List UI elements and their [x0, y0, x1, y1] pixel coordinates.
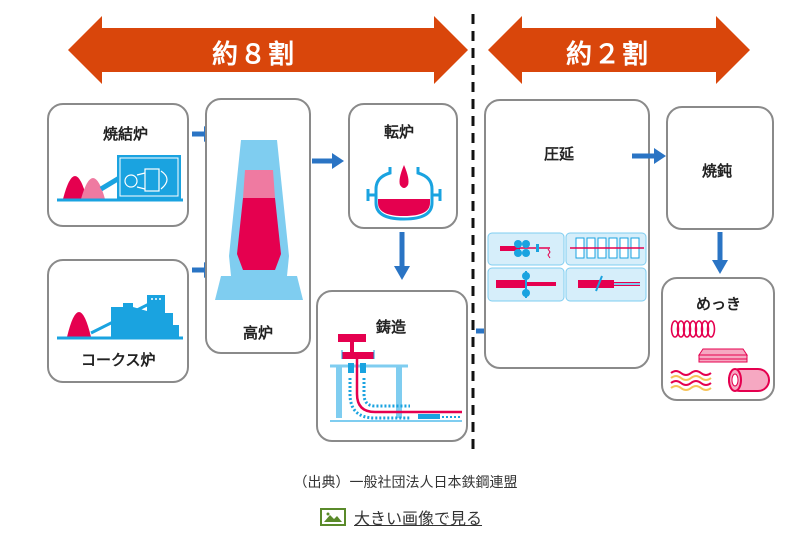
arrow-annealing-to-plating: [712, 232, 728, 274]
converter-icon: [366, 165, 442, 221]
casting-box: 鋳造: [316, 290, 468, 442]
image-icon: [320, 508, 346, 526]
casting-icon: [330, 334, 462, 422]
sintering-box: 焼結炉: [47, 103, 189, 227]
rolling-label: 圧延: [544, 145, 575, 163]
coke-oven-label: コークス炉: [81, 351, 156, 369]
annealing-box: 焼鈍: [666, 106, 774, 230]
blast-furnace-icon: [215, 140, 303, 300]
casting-label: 鋳造: [376, 318, 407, 336]
banner-label-left: 約８割: [212, 40, 297, 70]
coke-oven-icon: [57, 295, 183, 340]
divider-dashed-line: [471, 14, 475, 454]
arrow-rolling-to-annealing: [632, 148, 666, 164]
converter-label: 転炉: [384, 123, 415, 141]
view-large-image-link-row[interactable]: 大きい画像で見る: [320, 505, 482, 529]
annealing-label: 焼鈍: [702, 162, 733, 180]
arrow-blast-to-converter: [312, 153, 344, 169]
plating-label: めっき: [696, 295, 742, 313]
converter-box: 転炉: [348, 103, 458, 229]
plating-products-icon: [670, 320, 770, 392]
view-large-image-link[interactable]: 大きい画像で見る: [354, 509, 483, 528]
plating-box: めっき: [661, 277, 775, 401]
blast-furnace-label: 高炉: [243, 324, 274, 342]
coke-oven-box: コークス炉: [47, 259, 189, 383]
arrow-converter-to-casting: [394, 232, 410, 280]
banner-arrow-left: [68, 16, 468, 84]
rolling-box: 圧延: [484, 99, 650, 369]
blast-furnace-box: 高炉: [205, 98, 311, 354]
sintering-label: 焼結炉: [103, 125, 149, 143]
source-caption: （出典）一般社団法人日本鉄鋼連盟: [293, 475, 518, 491]
sintering-icon: [57, 155, 183, 202]
rolling-icon: [487, 232, 647, 302]
banner-label-right: 約２割: [566, 40, 651, 70]
banner-arrow-right: [488, 16, 750, 84]
